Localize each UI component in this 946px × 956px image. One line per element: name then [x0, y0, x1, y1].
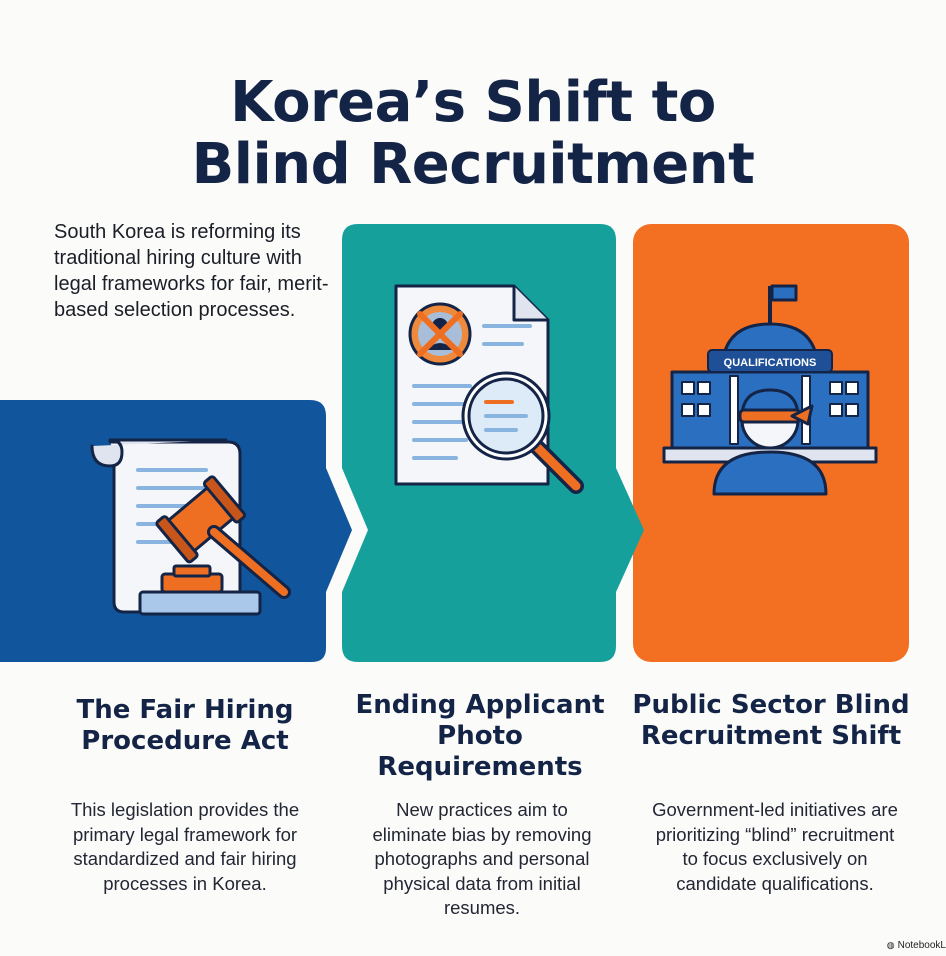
page-title: Korea’s Shift to Blind Recruitment — [0, 69, 946, 197]
intro-text: South Korea is reforming its traditional… — [54, 221, 329, 321]
qualifications-badge: QUALIFICATIONS — [707, 349, 833, 373]
notebook-logo-icon: ◍ — [886, 940, 895, 950]
branding: ◍NotebookL — [887, 940, 946, 951]
title-line-1: Korea’s Shift to — [230, 69, 716, 135]
heading-photo-requirements: Ending Applicant Photo Requirements — [355, 690, 605, 782]
title-line-2: Blind Recruitment — [191, 131, 755, 197]
qualifications-badge-text: QUALIFICATIONS — [724, 357, 817, 369]
body-public-sector: Government-led initiatives are prioritiz… — [652, 799, 898, 894]
heading-fair-hiring-act: The Fair Hiring Procedure Act — [76, 695, 294, 756]
resume-no-photo-magnifier-icon — [394, 284, 584, 494]
body-fair-hiring-act: This legislation provides the primary le… — [70, 799, 300, 894]
legal-scroll-gavel-icon — [90, 438, 291, 616]
heading-public-sector: Public Sector Blind Recruitment Shift — [632, 690, 910, 751]
branding-text: NotebookL — [897, 940, 946, 951]
body-photo-requirements: New practices aim to eliminate bias by r… — [372, 799, 592, 918]
